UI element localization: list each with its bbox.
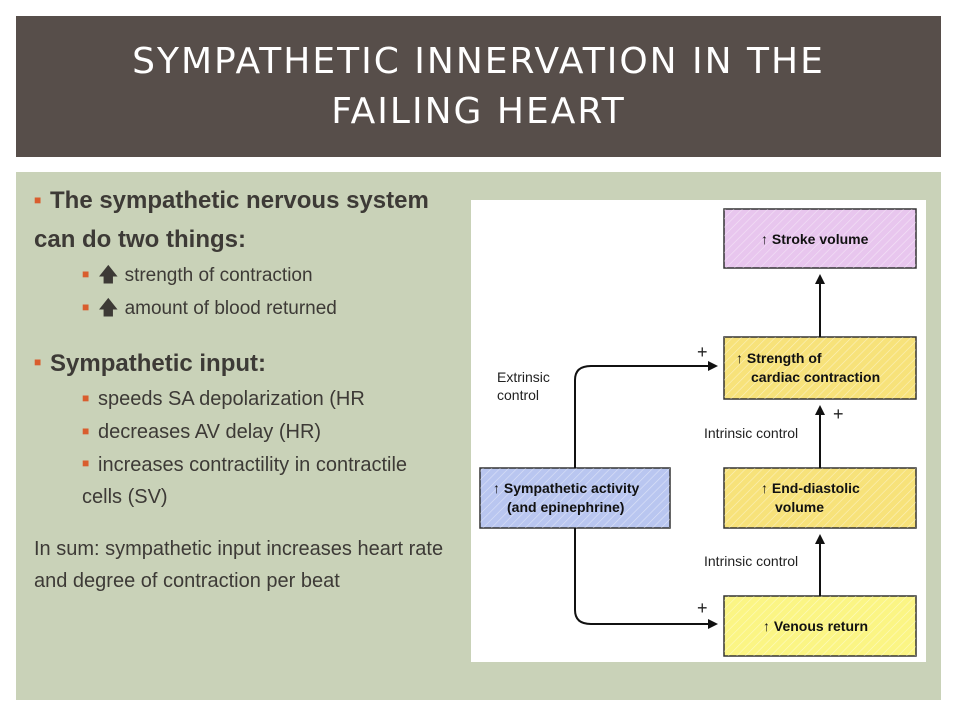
summary-text: In sum: sympathetic input increases hear… (34, 538, 444, 593)
sub-bullet: ■ decreases AV delay (HR) (34, 416, 464, 449)
title-bar: SYMPATHETIC INNERVATION IN THE FAILING H… (16, 16, 941, 157)
intrinsic-control-lower: Intrinsic control (704, 553, 798, 569)
bullet-point-2: ■ Sympathetic input: (34, 345, 464, 384)
edv-label-line1: ↑ End-diastolic (761, 480, 860, 496)
square-bullet-icon: ■ (82, 391, 90, 406)
sub-bullet: ■ speeds SA depolarization (HR (34, 383, 464, 416)
extrinsic-label-line1: Extrinsic (497, 369, 550, 385)
sub-bullet-text: increases contractility in contractile c… (82, 453, 408, 509)
sub-bullet: ■ 🡅amount of blood returned (34, 292, 464, 325)
stroke-volume-label: ↑ Stroke volume (761, 231, 869, 247)
sub-bullet-text: amount of blood returned (124, 297, 337, 319)
square-bullet-icon: ■ (82, 299, 90, 314)
up-arrow-icon: 🡅 (98, 296, 119, 319)
sub-bullet: ■ 🡅strength of contraction (34, 259, 464, 292)
strength-label-line2: cardiac contraction (751, 369, 880, 385)
up-arrow-icon: 🡅 (98, 263, 119, 286)
intrinsic-control-upper: Intrinsic control (704, 425, 798, 441)
slide-title: SYMPATHETIC INNERVATION IN THE FAILING H… (132, 40, 825, 132)
plus-sign-extrinsic-upper: + (697, 342, 708, 362)
sympathetic-box: ↑ Sympathetic activity (and epinephrine) (479, 467, 671, 529)
edv-label-line2: volume (775, 499, 824, 515)
edv-box: ↑ End-diastolic volume (723, 467, 917, 529)
arrow-sympathetic-to-strength (574, 361, 718, 468)
square-bullet-icon: ■ (82, 423, 90, 438)
strength-label-line1: ↑ Strength of (736, 350, 822, 366)
sub-bullet-text: speeds SA depolarization (HR (98, 388, 365, 411)
sub-bullet: ■increases contractility in contractile … (34, 449, 422, 514)
strength-box: ↑ Strength of cardiac contraction (723, 336, 917, 400)
plus-sign-extrinsic-lower: + (697, 598, 708, 618)
square-bullet-icon: ■ (34, 192, 42, 207)
arrow-sympathetic-to-venous (574, 528, 718, 629)
bullet-point-1: ■The sympathetic nervous system can do t… (34, 182, 464, 259)
sub-bullet-text: strength of contraction (124, 264, 313, 286)
plus-sign-intrinsic: + (833, 404, 844, 424)
stroke-volume-box: ↑ Stroke volume (723, 208, 917, 269)
square-bullet-icon: ■ (34, 355, 42, 370)
square-bullet-icon: ■ (82, 456, 90, 471)
text-column: ■The sympathetic nervous system can do t… (34, 182, 464, 597)
cardiac-flow-diagram: ↑ Stroke volume ↑ Strength of cardiac co… (471, 200, 926, 662)
sympathetic-label-line1: ↑ Sympathetic activity (493, 480, 639, 496)
point-1-text: The sympathetic nervous system can do tw… (34, 187, 429, 253)
venous-return-box: ↑ Venous return (723, 595, 917, 657)
square-bullet-icon: ■ (82, 266, 90, 281)
venous-return-label: ↑ Venous return (763, 618, 868, 634)
sympathetic-label-line2: (and epinephrine) (507, 499, 624, 515)
sub-bullet-text: decreases AV delay (HR) (98, 421, 322, 444)
extrinsic-label-line2: control (497, 387, 539, 403)
point-2-text: Sympathetic input: (50, 349, 267, 377)
